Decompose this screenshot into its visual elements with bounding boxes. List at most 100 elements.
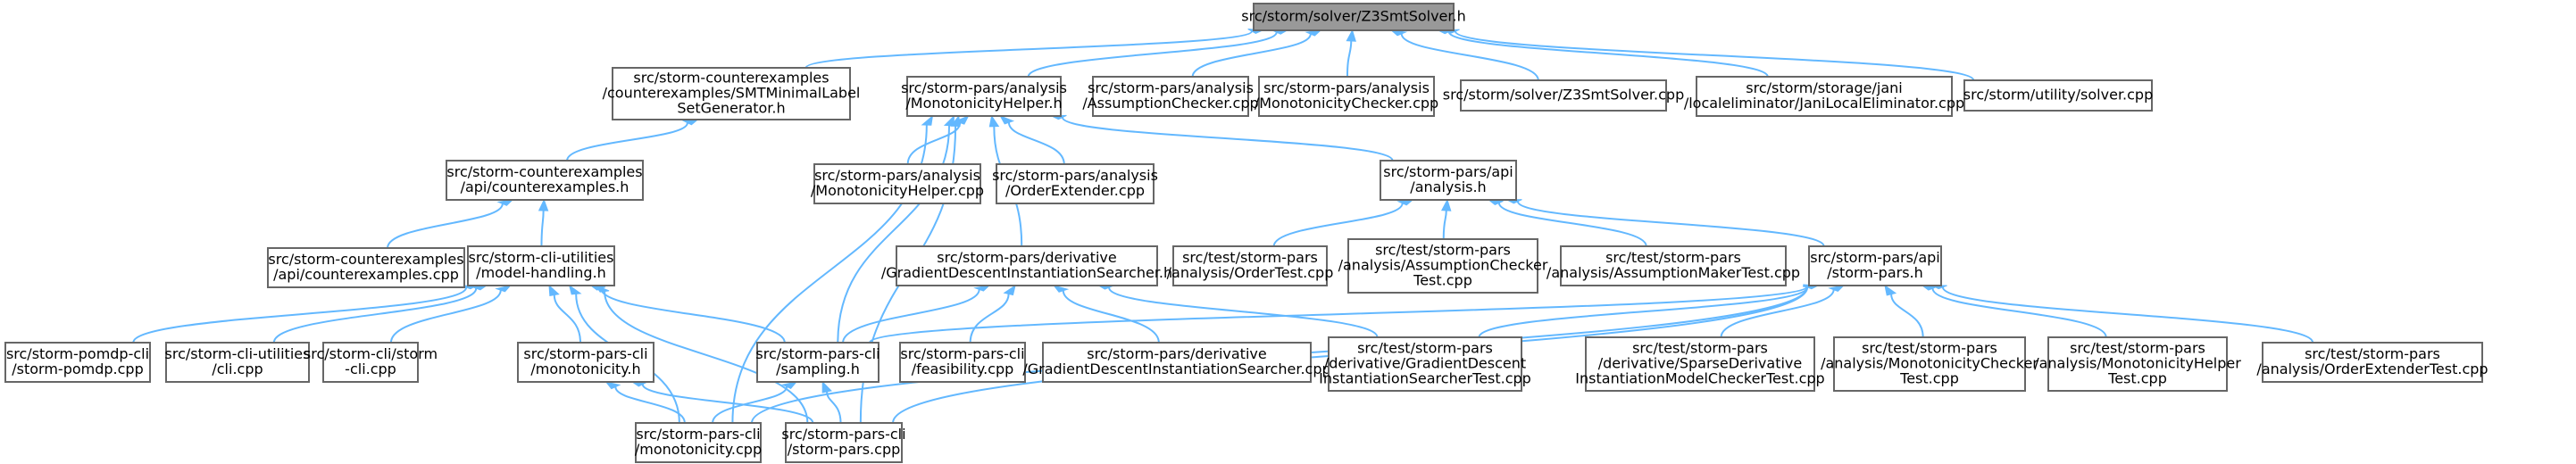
node-box[interactable]	[467, 245, 615, 286]
node-box[interactable]	[1253, 3, 1455, 31]
node-analysish[interactable]: src/storm-pars/api/analysis.h	[1380, 160, 1517, 201]
node-label-line: src/test/storm-pars	[1182, 249, 1318, 266]
node-gdistest[interactable]: src/test/storm-pars/derivative/GradientD…	[1319, 336, 1531, 392]
node-box[interactable]	[899, 342, 1026, 383]
node-label-line: src/storm-counterexamples	[268, 251, 463, 268]
node-box[interactable]	[1172, 245, 1328, 286]
node-pomdpcli[interactable]: src/storm-pomdp-cli/storm-pomdp.cpp	[4, 342, 151, 383]
node-orderexttest[interactable]: src/test/storm-pars/analysis/OrderExtend…	[2256, 342, 2488, 383]
node-box[interactable]	[446, 160, 644, 201]
node-box[interactable]	[756, 342, 880, 383]
node-box[interactable]	[1460, 79, 1667, 112]
edge-arrowhead	[1003, 284, 1016, 296]
node-box[interactable]	[1963, 79, 2153, 112]
node-box[interactable]	[1347, 238, 1538, 294]
node-label-line: /analysis/OrderExtenderTest.cpp	[2256, 360, 2488, 377]
node-label-line: /MonotonicityHelper.h	[905, 95, 1062, 112]
node-label-line: /MonotonicityHelper.cpp	[811, 182, 984, 199]
node-box[interactable]	[1833, 336, 2026, 392]
node-monohelpercpp[interactable]: src/storm-pars/analysis/MonotonicityHelp…	[811, 163, 984, 204]
node-box[interactable]	[1258, 76, 1435, 117]
node-monohelperh[interactable]: src/storm-pars/analysis/MonotonicityHelp…	[901, 76, 1067, 117]
node-box[interactable]	[1328, 336, 1522, 392]
node-box[interactable]	[1585, 336, 1815, 392]
node-box[interactable]	[785, 422, 903, 463]
node-box[interactable]	[1808, 245, 1942, 286]
node-assumpcheck[interactable]: src/storm-pars/analysis/AssumptionChecke…	[1082, 76, 1259, 117]
node-janilocal[interactable]: src/storm/storage/jani/localeliminator/J…	[1684, 76, 1964, 117]
node-label-line: src/storm-pars/analysis	[992, 167, 1158, 184]
node-box[interactable]	[896, 245, 1158, 286]
edge-samplingh-to-monohelperh	[837, 125, 951, 344]
node-label-line: src/storm-pomdp-cli	[6, 345, 149, 362]
node-label-line: src/storm-counterexamples	[446, 163, 642, 180]
node-ordertest[interactable]: src/test/storm-pars/analysis/OrderTest.c…	[1167, 245, 1334, 286]
node-label-line: /monotonicity.cpp	[635, 441, 762, 458]
node-assumpchecktest[interactable]: src/test/storm-pars/analysis/AssumptionC…	[1338, 238, 1548, 294]
edge-orderexttest-to-stormparsh	[1941, 286, 2314, 344]
node-feasibility[interactable]: src/storm-pars-cli/feasibility.cpp	[899, 342, 1026, 383]
node-label-line: src/storm-pars-cli	[900, 345, 1024, 362]
node-monohelpertest[interactable]: src/test/storm-pars/analysis/Monotonicit…	[2034, 336, 2241, 392]
node-modelhandling[interactable]: src/storm-cli-utilities/model-handling.h	[467, 245, 615, 286]
node-z3h[interactable]: src/storm/solver/Z3SmtSolver.h	[1241, 3, 1466, 31]
node-box[interactable]	[2262, 342, 2483, 383]
node-monoh[interactable]: src/storm-pars-cli/monotonicity.h	[517, 342, 654, 383]
node-label-line: Test.cpp	[1413, 272, 1472, 289]
node-label-line: /AssumptionChecker.cpp	[1082, 95, 1258, 112]
node-monocheck[interactable]: src/storm-pars/analysis/MonotonicityChec…	[1255, 76, 1438, 117]
edge-arrowhead	[604, 381, 621, 390]
edge-arrowhead	[972, 285, 991, 292]
node-orderext[interactable]: src/storm-pars/analysis/OrderExtender.cp…	[992, 163, 1158, 204]
node-box[interactable]	[635, 422, 762, 463]
node-label-line: src/storm/solver/Z3SmtSolver.cpp	[1443, 87, 1684, 104]
node-box[interactable]	[165, 342, 310, 383]
node-monocpp[interactable]: src/storm-pars-cli/monotonicity.cpp	[635, 422, 762, 463]
node-box[interactable]	[1380, 160, 1517, 201]
node-label-line: /counterexamples/SMTMinimalLabel	[603, 85, 861, 102]
edge-gdiscpp-to-gdish	[1062, 290, 1160, 344]
node-stormcli[interactable]: src/storm-cli/storm-cli.cpp	[304, 342, 438, 383]
node-label-line: src/storm-cli-utilities	[469, 249, 614, 266]
node-box[interactable]	[2047, 336, 2228, 392]
node-box[interactable]	[996, 163, 1155, 204]
node-box[interactable]	[517, 342, 654, 383]
node-assumpmaker[interactable]: src/test/storm-pars/analysis/AssumptionM…	[1546, 245, 1800, 286]
node-box[interactable]	[1042, 342, 1312, 383]
node-monochecktest[interactable]: src/test/storm-pars/analysis/Monotonicit…	[1821, 336, 2038, 392]
node-box[interactable]	[1696, 76, 1953, 117]
node-box[interactable]	[906, 76, 1062, 117]
node-z3cpp[interactable]: src/storm/solver/Z3SmtSolver.cpp	[1443, 79, 1684, 112]
edge-monocpp-to-monoh	[614, 386, 686, 424]
node-box[interactable]	[1560, 245, 1787, 286]
edge-arrowhead	[921, 114, 934, 126]
node-box[interactable]	[322, 342, 419, 383]
node-label-line: src/storm-pars-cli	[755, 345, 880, 362]
node-box[interactable]	[1092, 76, 1249, 117]
node-cexapih[interactable]: src/storm-counterexamples/api/counterexa…	[446, 160, 644, 201]
edge-janilocal-to-z3h	[1447, 31, 1769, 78]
node-cexapicpp[interactable]: src/storm-counterexamples/api/counterexa…	[267, 247, 465, 288]
node-clicpp[interactable]: src/storm-cli-utilities/cli.cpp	[165, 342, 311, 383]
edge-arrowhead	[1828, 285, 1846, 293]
node-box[interactable]	[813, 163, 981, 204]
node-label-line: src/test/storm-pars	[1862, 340, 1997, 357]
node-label-line: src/storm-pars/api	[1383, 163, 1513, 180]
edge-assumpchecktest-to-analysish	[1442, 210, 1447, 240]
node-box[interactable]	[267, 247, 465, 288]
node-box[interactable]	[4, 342, 151, 383]
edge-arrowhead	[950, 114, 961, 128]
node-gdish[interactable]: src/storm-pars/derivative/GradientDescen…	[881, 245, 1172, 286]
node-label-line: src/test/storm-pars	[1605, 249, 1741, 266]
node-box[interactable]	[612, 67, 851, 120]
node-label-line: src/storm/utility/solver.cpp	[1963, 87, 2154, 104]
node-stormparscpp[interactable]: src/storm-pars-cli/storm-pars.cpp	[781, 422, 906, 463]
node-gdiscpp[interactable]: src/storm-pars/derivative/GradientDescen…	[1022, 342, 1331, 383]
node-stormparsh[interactable]: src/storm-pars/api/storm-pars.h	[1808, 245, 1942, 286]
node-label-line: /analysis/AssumptionMakerTest.cpp	[1546, 264, 1800, 281]
node-solvercpp[interactable]: src/storm/utility/solver.cpp	[1963, 79, 2154, 112]
node-samplingh[interactable]: src/storm-pars-cli/sampling.h	[755, 342, 880, 383]
node-smtmin[interactable]: src/storm-counterexamples/counterexample…	[603, 67, 861, 120]
node-sparsederiv[interactable]: src/test/storm-pars/derivative/SparseDer…	[1575, 336, 1825, 392]
